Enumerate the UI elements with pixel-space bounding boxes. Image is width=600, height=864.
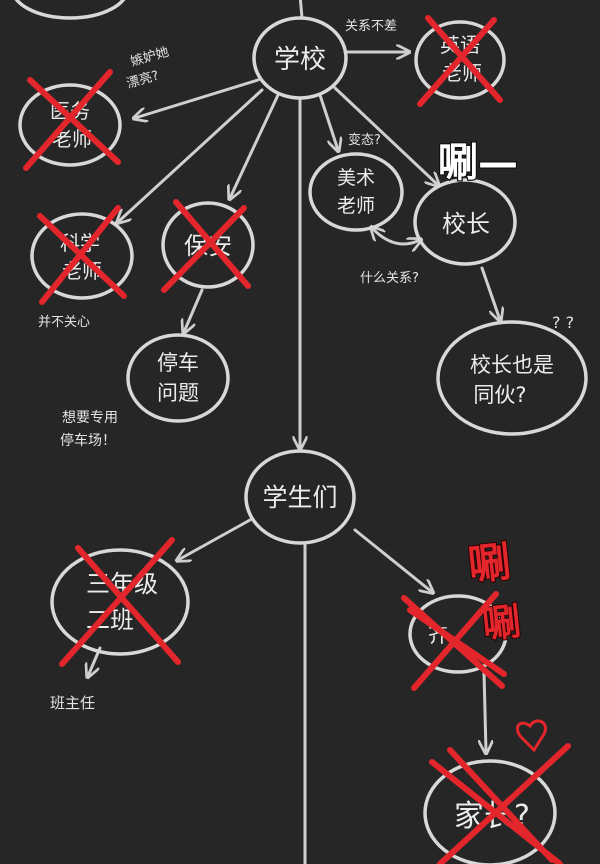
arrow-school-to-doctor bbox=[135, 78, 260, 118]
arrow-principal-to-accomplice bbox=[480, 266, 500, 320]
principal-node-circle bbox=[413, 178, 517, 266]
cross-out-doctor-teacher-icon bbox=[23, 69, 121, 171]
students-label: 学生们 bbox=[262, 483, 337, 512]
note-want-parking-2: 停车场！ bbox=[60, 432, 116, 449]
red-cross-outs bbox=[23, 15, 571, 864]
principal-accomplice-label-1: 校长也是 bbox=[470, 353, 554, 377]
top-node-circle bbox=[14, 0, 126, 20]
art-teacher-label-2: 老师 bbox=[337, 195, 375, 217]
note-want-parking-1: 想要专用 bbox=[62, 410, 118, 426]
cross-out-parents-icon bbox=[429, 743, 571, 864]
cross-out-class-icon bbox=[59, 537, 181, 667]
cross-out-security-icon bbox=[161, 199, 251, 293]
arrow-art-principal-bidirectional bbox=[372, 228, 420, 244]
sound-effects: 唰— 唰 唰 bbox=[437, 139, 524, 648]
parents-node-circle bbox=[423, 759, 557, 864]
security-node-circle bbox=[161, 201, 255, 289]
sfx-swish-red-1: 唰 bbox=[466, 537, 513, 590]
arrow-school-to-art bbox=[318, 93, 338, 150]
note-relation-bad: 关系不差 bbox=[345, 19, 397, 34]
doctor-teacher-node-circle bbox=[18, 83, 122, 167]
parking-label-2: 问题 bbox=[157, 381, 199, 405]
arrow-school-to-security bbox=[230, 93, 280, 198]
note-jealous-2: 漂亮? bbox=[125, 67, 161, 91]
arrows bbox=[88, 0, 500, 864]
arrow-school-to-science bbox=[118, 88, 264, 222]
class-node-circle bbox=[50, 548, 190, 656]
note-question-marks: ? ? bbox=[552, 313, 574, 332]
school-node-circle bbox=[252, 16, 348, 100]
principal-accomplice-label-2: 同伙? bbox=[473, 383, 526, 407]
arrow-qi-to-parents bbox=[484, 670, 486, 752]
sfx-swish-white: 唰— bbox=[438, 140, 518, 186]
science-teacher-node-circle bbox=[30, 212, 134, 300]
qi-node-circle bbox=[408, 594, 508, 674]
arrow-school-to-principal bbox=[333, 86, 438, 185]
heart-icon bbox=[516, 719, 547, 753]
note-head-teacher: 班主任 bbox=[50, 694, 95, 712]
parking-node-circle bbox=[126, 333, 230, 423]
art-teacher-label-1: 美术 bbox=[337, 167, 375, 189]
arrow-students-to-class bbox=[178, 518, 252, 560]
arrow-top-to-school bbox=[298, 0, 304, 20]
parking-label-1: 停车 bbox=[157, 351, 199, 375]
arrow-security-to-parking bbox=[184, 288, 204, 332]
cross-out-science-teacher-icon bbox=[37, 205, 127, 305]
note-what-relation: 什么关系? bbox=[360, 271, 419, 286]
arrow-students-to-qi bbox=[353, 528, 432, 592]
principal-accomplice-node-circle bbox=[436, 320, 588, 436]
node-circles bbox=[14, 0, 588, 864]
school-label: 学校 bbox=[274, 45, 326, 75]
english-teacher-node-circle bbox=[414, 20, 506, 100]
cross-out-qi-icon bbox=[401, 591, 507, 691]
cross-out-english-teacher-icon bbox=[417, 15, 503, 107]
art-teacher-node-circle bbox=[308, 152, 404, 232]
note-pervert: 变态? bbox=[348, 132, 381, 148]
note-not-care: 并不关心 bbox=[38, 315, 90, 330]
students-node-circle bbox=[244, 449, 356, 545]
note-jealous-1: 嫉妒她 bbox=[129, 45, 171, 70]
principal-label: 校长 bbox=[442, 210, 490, 238]
